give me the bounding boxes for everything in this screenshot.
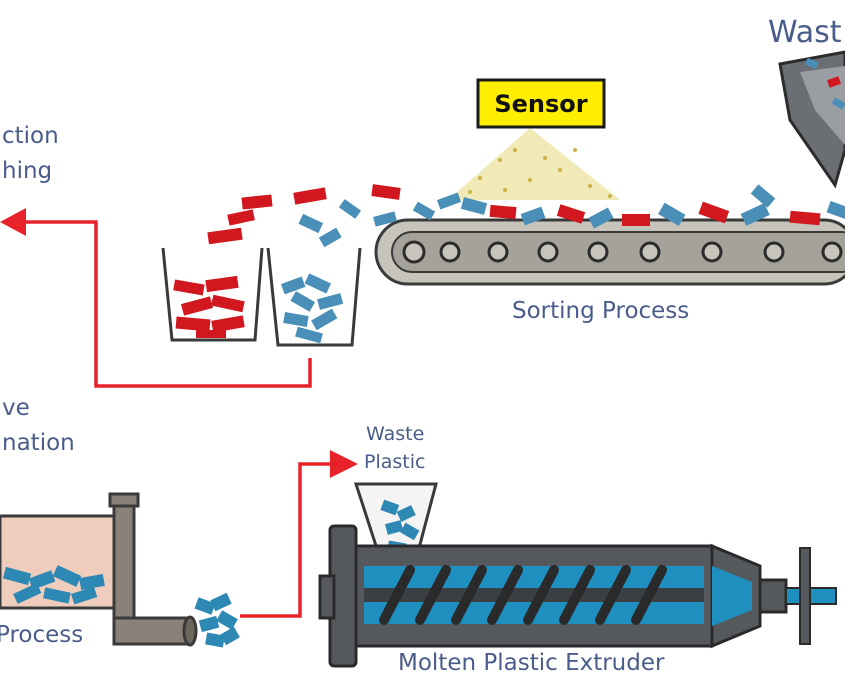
washing-tank bbox=[0, 514, 122, 610]
sensor-box bbox=[476, 78, 606, 129]
red-bin bbox=[161, 247, 264, 342]
left-top-label-line1: ction bbox=[2, 123, 59, 149]
process-label-bottom-left: Process bbox=[0, 622, 83, 648]
waste-plastic-label-line2: Plastic bbox=[364, 451, 425, 473]
pellet-pile bbox=[194, 592, 240, 648]
drain-pipe bbox=[108, 492, 198, 647]
left-mid-label-line2: nation bbox=[2, 430, 75, 456]
screw-extruder bbox=[318, 524, 837, 668]
left-top-label-line2: hing bbox=[2, 158, 52, 184]
conveyor-belt bbox=[374, 218, 845, 286]
waste-hopper-top bbox=[778, 50, 845, 189]
extruder-label: Molten Plastic Extruder bbox=[398, 650, 665, 676]
arrow-bins-to-left bbox=[0, 208, 312, 388]
left-mid-label-line1: ve bbox=[2, 395, 30, 421]
flakes-on-belt bbox=[460, 184, 845, 229]
arrow-to-hopper bbox=[240, 450, 358, 618]
blue-bin bbox=[266, 247, 362, 347]
sorting-process-label: Sorting Process bbox=[512, 298, 689, 324]
waste-plastic-label-line1: Waste bbox=[366, 423, 424, 445]
sensor-spray bbox=[448, 128, 620, 200]
waste-label-top: Wast bbox=[768, 15, 842, 50]
sensor-label: Sensor bbox=[494, 90, 587, 118]
flakes-falling bbox=[207, 184, 462, 248]
